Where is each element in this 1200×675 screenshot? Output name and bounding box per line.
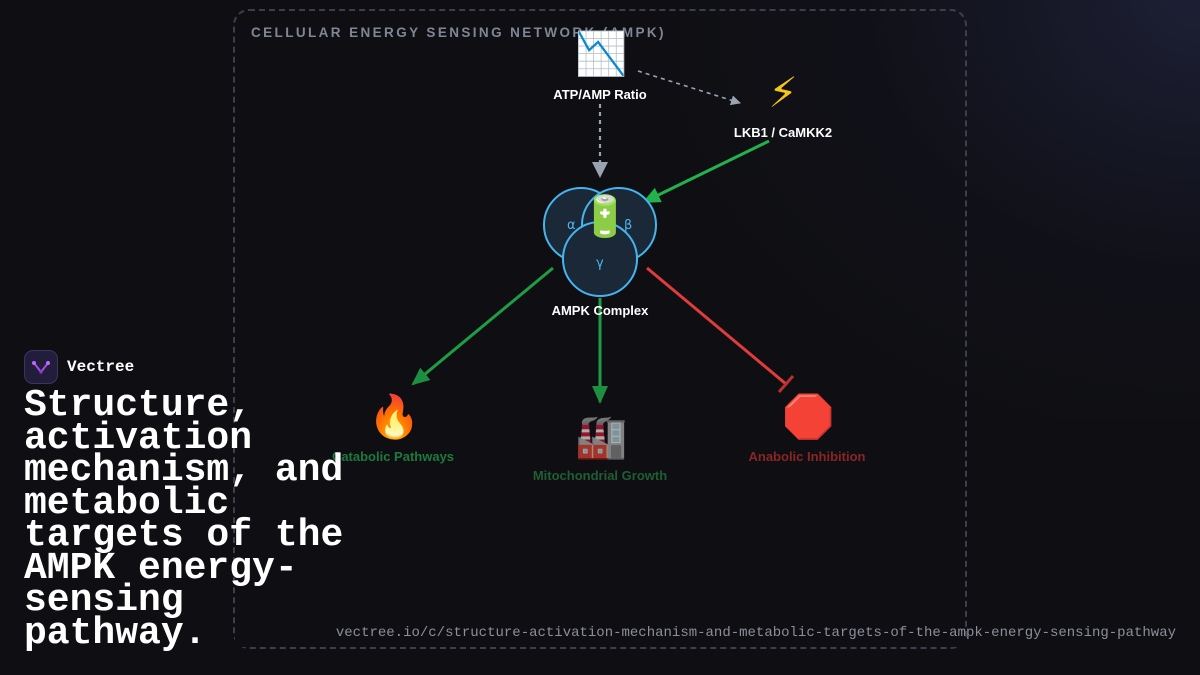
- headline: Structure, activation mechanism, and met…: [24, 384, 344, 655]
- panel-fade: [235, 411, 965, 647]
- stop-sign-icon: 🛑: [782, 392, 835, 441]
- background-glow: [680, 0, 1200, 420]
- subunit-gamma-label: γ: [596, 256, 604, 271]
- subunit-gamma-circle: [562, 221, 638, 297]
- battery-icon: 🔋: [580, 194, 630, 240]
- ampk-complex-label: AMPK Complex: [551, 303, 649, 318]
- edge-ampk-to-catabolic: [411, 266, 554, 386]
- mitochondrial-growth-label: Mitochondrial Growth: [532, 468, 668, 483]
- lkb1-camkk2-label: LKB1 / CaMKK2: [733, 125, 833, 140]
- chart-decreasing-icon: 📉: [575, 29, 628, 78]
- lightning-icon: ⚡: [768, 68, 798, 117]
- page-url[interactable]: vectree.io/c/structure-activation-mechan…: [335, 625, 1176, 641]
- inhibition-bar: [777, 375, 795, 393]
- diagram-panel: [233, 9, 967, 649]
- factory-icon: 🏭: [575, 412, 628, 461]
- fire-icon: 🔥: [368, 392, 421, 441]
- edge-lkb1-to-ampk: [642, 139, 770, 204]
- vectree-logo-icon: [24, 350, 58, 384]
- catabolic-pathways-label: Catabolic Pathways: [331, 449, 455, 464]
- brand: Vectree: [24, 350, 134, 384]
- edge-ampk-inhibits-anabolic: [646, 266, 787, 386]
- diagram-title: CELLULAR ENERGY SENSING NETWORK (AMPK): [251, 25, 666, 40]
- subunit-beta-label: β: [624, 218, 633, 233]
- subunit-alpha-label: α: [567, 218, 576, 233]
- anabolic-inhibition-label: Anabolic Inhibition: [748, 449, 866, 464]
- brand-name: Vectree: [67, 358, 135, 376]
- edge-atp-to-lkb1: [637, 70, 741, 106]
- atp-amp-ratio-label: ATP/AMP Ratio: [553, 87, 647, 102]
